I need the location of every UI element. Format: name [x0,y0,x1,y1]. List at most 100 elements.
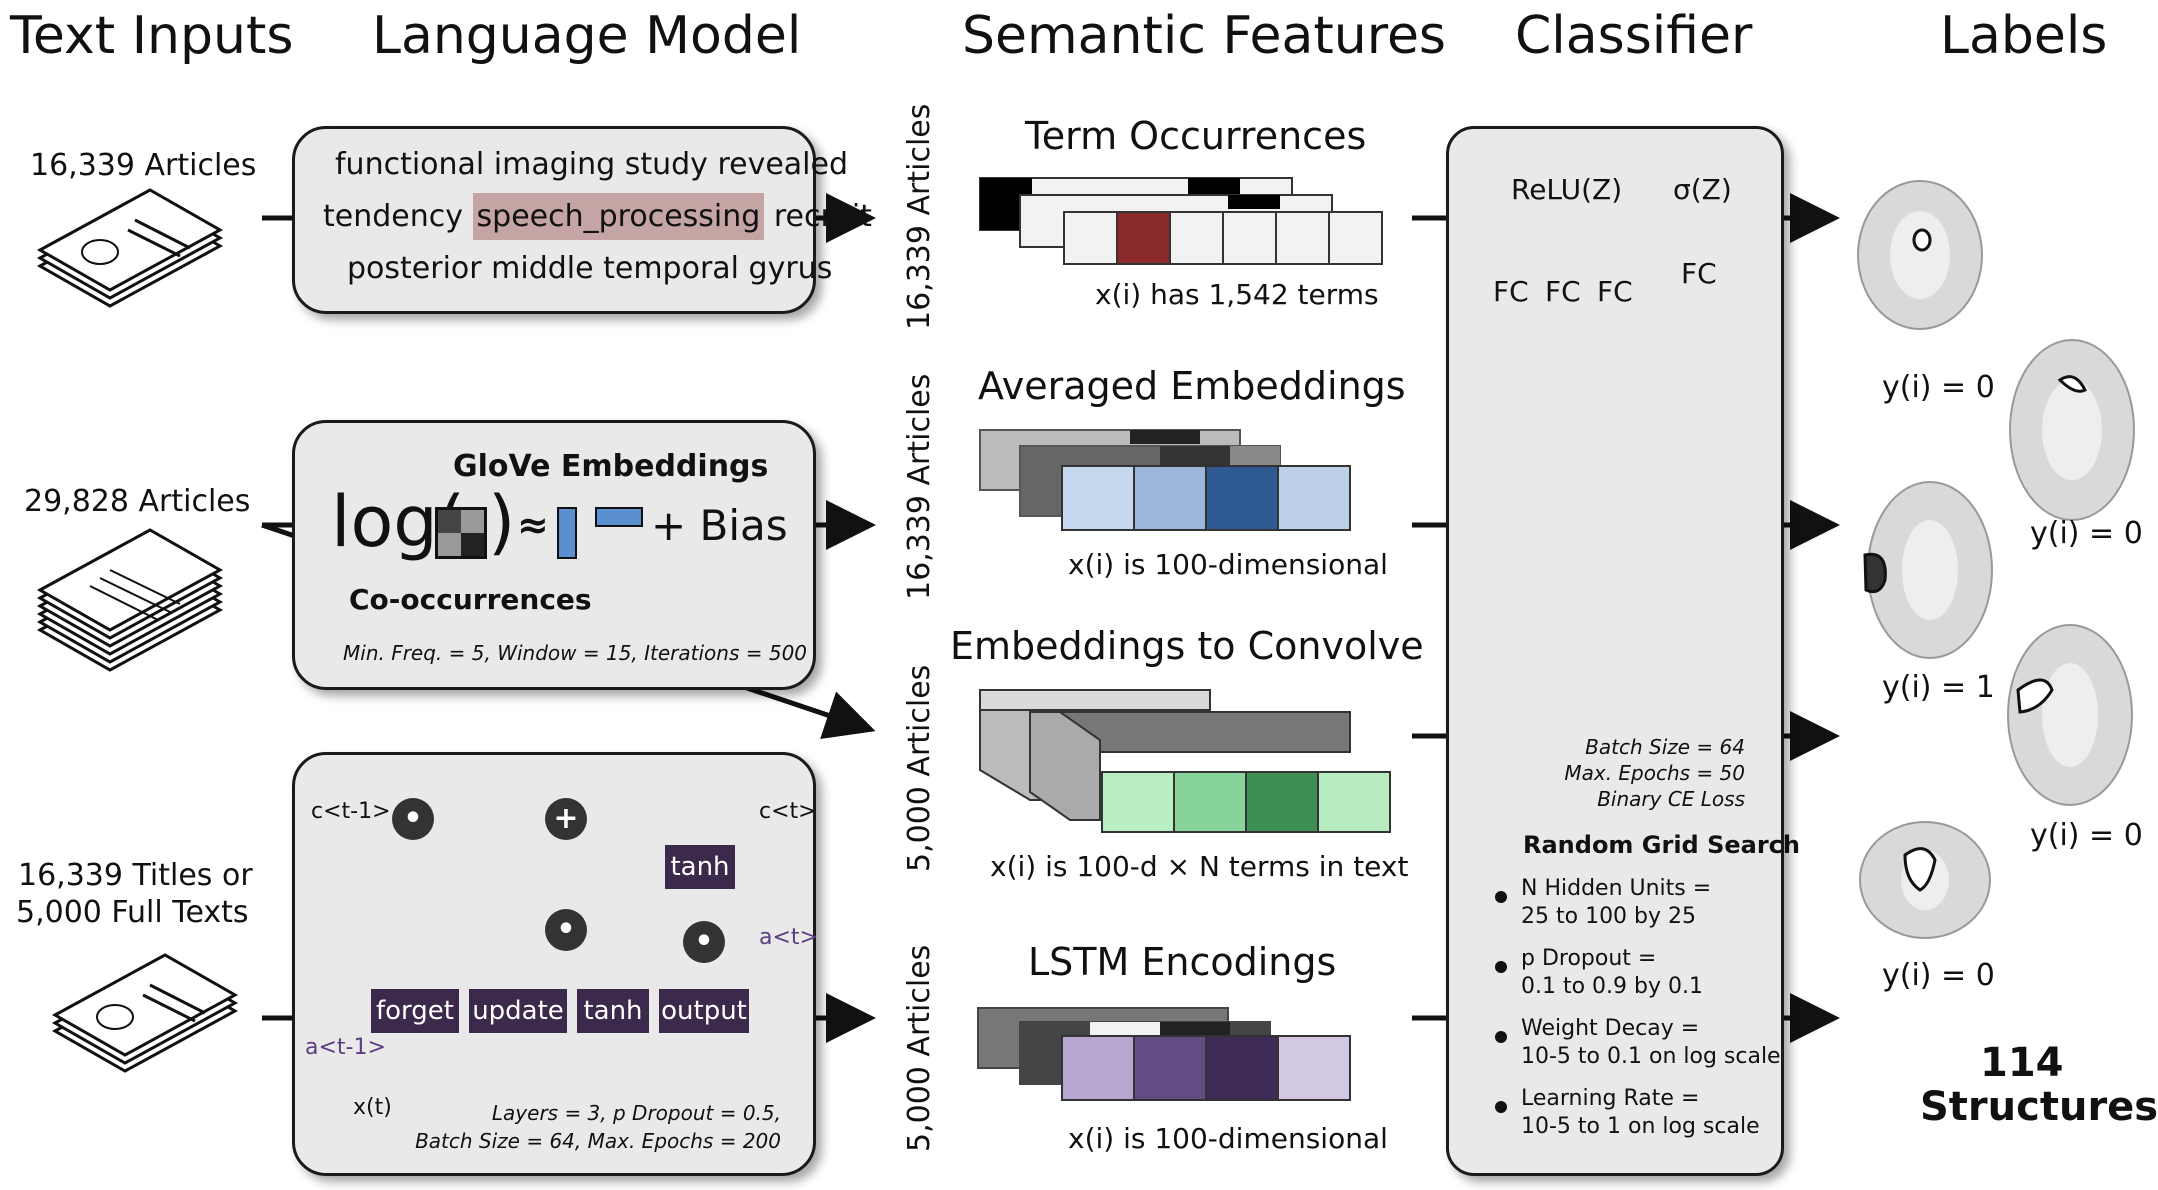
bullet-icon [1495,1031,1507,1043]
grid-item-3a: Weight Decay = [1521,1016,1700,1041]
lstm-a-prev: a<t-1> [305,1035,386,1060]
vector-row-icon [595,507,643,527]
embedding-cell [1205,465,1279,531]
lstm-encoding-cell [1133,1035,1207,1101]
gate-tanh-top: tanh [665,845,735,889]
grid-item-1a: N Hidden Units = [1521,876,1712,901]
conv-embeddings-front-row [1101,771,1391,833]
grid-item-2a: p Dropout = [1521,946,1657,971]
lstm-encoding-cell [1061,1035,1135,1101]
input-count-3b: 5,000 Full Texts [16,895,249,930]
lstm-encoding-cell [1277,1035,1351,1101]
feature-title-4: LSTM Encodings [1028,940,1337,984]
conv-embedding-cell [1317,771,1391,833]
averaged-embeddings-cube [979,429,1351,531]
term-cell [1275,211,1330,265]
feature-title-3: Embeddings to Convolve [950,624,1424,668]
glove-approx: ≈ [517,503,549,547]
lstm-encodings-cube [977,1007,1351,1101]
grid-item-2b: 0.1 to 0.9 by 0.1 [1521,974,1704,999]
brain-slice-icon [1859,821,1991,939]
label-y-3: y(i) = 1 [1882,670,1995,705]
multiply-op-icon: • [545,909,587,951]
label-y-5: y(i) = 0 [1882,958,1995,993]
vector-column-icon [557,507,577,559]
conv-embeddings-cube [979,689,1391,833]
term-occurrences-cube [979,177,1383,265]
bullet-icon [1495,891,1507,903]
lstm-encoding-cell [1205,1035,1279,1101]
conv-embedding-cell [1245,771,1319,833]
input-count-3a: 16,339 Titles or [18,858,253,893]
lstm-params-1: Layers = 3, p Dropout = 0.5, [491,1101,781,1125]
embedding-cell [1277,465,1351,531]
multiply-op-icon: • [683,921,725,963]
brain-slice-icon [1857,180,1983,330]
feature-side-label-1: 16,339 Articles [902,103,937,330]
term-cell [1169,211,1224,265]
brain-slice-icon [2009,339,2135,521]
feature-title-2: Averaged Embeddings [978,364,1406,408]
grid-item-1b: 25 to 100 by 25 [1521,904,1697,929]
phrase-word-pre: tendency [323,199,463,234]
gate-forget: forget [371,989,459,1033]
fc-label-1: FC [1493,275,1529,308]
lstm-encodings-front-row [1061,1035,1351,1101]
glove-title: GloVe Embeddings [453,449,769,484]
phrase-highlight: speech_processing [472,193,765,240]
label-y-1: y(i) = 0 [1882,370,1995,405]
fc-label-4: FC [1681,257,1717,290]
feature-sub-4: x(i) is 100-dimensional [1068,1122,1388,1155]
feature-sub-1: x(i) has 1,542 terms [1095,278,1379,311]
gate-tanh: tanh [577,989,649,1033]
glove-box: GloVe Embeddings log( ) ≈ + Bias Co-occu… [292,420,816,690]
term-occurrences-front-row [1063,211,1383,265]
phrase-line-1: functional imaging study revealed [335,147,849,182]
relu-label: ReLU(Z) [1511,173,1623,206]
fc-label-2: FC [1545,275,1581,308]
bullet-icon [1495,961,1507,973]
header-labels: Labels [1940,6,2108,66]
phrase-word-post: recruit [773,199,872,234]
feature-sub-3: x(i) is 100-d × N terms in text [990,850,1409,883]
header-text-inputs: Text Inputs [10,6,294,66]
cls-param-3: Binary CE Loss [1597,787,1745,811]
term-cell [1328,211,1383,265]
feature-side-label-2: 16,339 Articles [902,373,937,600]
input-count-2: 29,828 Articles [24,484,251,519]
lstm-params-2: Batch Size = 64, Max. Epochs = 200 [415,1129,781,1153]
averaged-embeddings-front-row [1061,465,1351,531]
header-semantic-features: Semantic Features [962,6,1447,66]
sigma-label: σ(Z) [1673,173,1732,206]
structures-label: Structures [1920,1084,2158,1130]
grid-item-4a: Learning Rate = [1521,1086,1700,1111]
label-y-2: y(i) = 0 [2030,516,2143,551]
brain-slice-icon [2007,624,2133,806]
document-stack-icon [36,188,224,308]
cooccurrence-matrix-icon [435,507,487,559]
conv-embedding-cell [1173,771,1247,833]
phrase-box: functional imaging study revealed tenden… [292,126,872,314]
document-stack-icon [36,528,224,672]
term-cell [1063,211,1118,265]
grid-item-4b: 10-5 to 1 on log scale [1521,1114,1760,1139]
document-stack-icon [51,953,239,1073]
fc-label-3: FC [1597,275,1633,308]
structures-count: 114 [1980,1040,2064,1086]
bullet-icon [1495,1101,1507,1113]
lstm-a-next: a<t> [759,925,818,950]
feature-sub-2: x(i) is 100-dimensional [1068,548,1388,581]
feature-side-label-3: 5,000 Articles [902,664,937,872]
multiply-op-icon: • [392,798,434,840]
feature-title-1: Term Occurrences [1025,114,1367,158]
label-y-4: y(i) = 0 [2030,818,2143,853]
lstm-x: x(t) [353,1095,392,1120]
conv-embedding-cell [1101,771,1175,833]
grid-item-3b: 10-5 to 0.1 on log scale [1521,1044,1781,1069]
input-count-1: 16,339 Articles [30,148,257,183]
phrase-line-3: posterior middle temporal gyrus [347,251,833,286]
brain-slice-icon [1863,481,1993,659]
glove-close: ) [488,481,516,563]
glove-params: Min. Freq. = 5, Window = 15, Iterations … [343,641,808,665]
phrase-line-2: tendency speech_processing recruit [323,193,872,240]
